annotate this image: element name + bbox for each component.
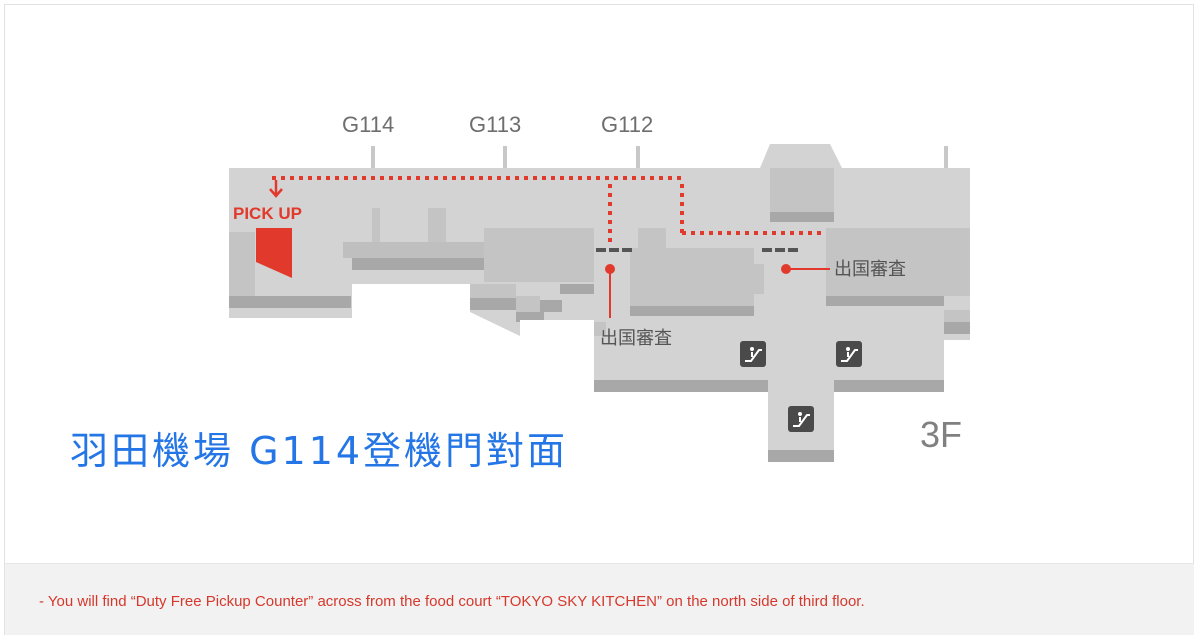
escalator-icon bbox=[836, 341, 862, 367]
route-dot bbox=[497, 176, 501, 180]
gate-label-g112: G112 bbox=[601, 112, 653, 137]
footer-note: - You will find “Duty Free Pickup Counte… bbox=[39, 593, 865, 610]
route-dot bbox=[772, 231, 776, 235]
route-dot bbox=[308, 176, 312, 180]
route-dot bbox=[808, 231, 812, 235]
route-dot bbox=[452, 176, 456, 180]
route-dot bbox=[524, 176, 528, 180]
route-dot bbox=[718, 231, 722, 235]
route-dot bbox=[371, 176, 375, 180]
route-dot bbox=[680, 184, 684, 188]
route-dot bbox=[680, 193, 684, 197]
pickup-counter-marker bbox=[256, 228, 292, 278]
route-dot bbox=[416, 176, 420, 180]
gate-label-g113: G113 bbox=[469, 112, 521, 137]
route-dot bbox=[623, 176, 627, 180]
route-dot bbox=[353, 176, 357, 180]
route-dot bbox=[605, 176, 609, 180]
terminal-building bbox=[229, 144, 970, 462]
route-dot bbox=[754, 231, 758, 235]
route-dot bbox=[614, 176, 618, 180]
route-dot bbox=[745, 231, 749, 235]
route-dot bbox=[461, 176, 465, 180]
floor-label: 3F bbox=[920, 414, 962, 455]
route-dot bbox=[700, 231, 704, 235]
route-dot bbox=[632, 176, 636, 180]
footer-bar: - You will find “Duty Free Pickup Counte… bbox=[5, 563, 1194, 635]
route-dot bbox=[317, 176, 321, 180]
route-dot bbox=[641, 176, 645, 180]
route-dot bbox=[799, 231, 803, 235]
route-dot bbox=[398, 176, 402, 180]
route-dot bbox=[560, 176, 564, 180]
route-dot bbox=[608, 220, 612, 224]
route-dot bbox=[380, 176, 384, 180]
route-dot bbox=[299, 176, 303, 180]
route-dot bbox=[680, 220, 684, 224]
route-dot bbox=[659, 176, 663, 180]
route-dot bbox=[680, 202, 684, 206]
route-dot bbox=[326, 176, 330, 180]
gate-posts bbox=[371, 146, 948, 168]
route-dot bbox=[596, 176, 600, 180]
route-dot bbox=[608, 211, 612, 215]
route-dot bbox=[608, 229, 612, 233]
route-dot bbox=[425, 176, 429, 180]
route-dot bbox=[569, 176, 573, 180]
route-dot bbox=[407, 176, 411, 180]
route-dot bbox=[763, 231, 767, 235]
route-dot bbox=[344, 176, 348, 180]
route-dot bbox=[587, 176, 591, 180]
route-dot bbox=[781, 231, 785, 235]
route-dot bbox=[691, 231, 695, 235]
route-dot bbox=[727, 231, 731, 235]
pickup-label: PICK UP bbox=[233, 204, 302, 223]
route-path bbox=[272, 176, 821, 242]
route-dot bbox=[790, 231, 794, 235]
route-dot bbox=[389, 176, 393, 180]
route-dot bbox=[817, 231, 821, 235]
route-dot bbox=[281, 176, 285, 180]
route-dot bbox=[533, 176, 537, 180]
route-dot bbox=[578, 176, 582, 180]
route-dot bbox=[608, 193, 612, 197]
route-dot bbox=[650, 176, 654, 180]
route-dot bbox=[551, 176, 555, 180]
route-dot bbox=[677, 176, 681, 180]
route-dot bbox=[682, 231, 686, 235]
immigration-gate-right bbox=[762, 248, 830, 274]
route-dot bbox=[608, 202, 612, 206]
route-dot bbox=[272, 176, 276, 180]
route-dot bbox=[736, 231, 740, 235]
route-dot bbox=[680, 211, 684, 215]
immigration-label-left: 出国審査 bbox=[600, 328, 672, 349]
route-dot bbox=[335, 176, 339, 180]
route-dot bbox=[290, 176, 294, 180]
route-dot bbox=[608, 238, 612, 242]
gate-label-g114: G114 bbox=[342, 112, 394, 137]
caption-title: 羽田機場 G114登機門對面 bbox=[70, 429, 569, 473]
immigration-label-right: 出国審査 bbox=[834, 259, 906, 280]
route-dot bbox=[515, 176, 519, 180]
route-dot bbox=[443, 176, 447, 180]
route-dot bbox=[542, 176, 546, 180]
route-dot bbox=[608, 184, 612, 188]
escalator-icon bbox=[788, 406, 814, 432]
escalator-icon bbox=[740, 341, 766, 367]
route-dot bbox=[434, 176, 438, 180]
route-dot bbox=[488, 176, 492, 180]
route-dot bbox=[479, 176, 483, 180]
immigration-gate-left bbox=[596, 248, 632, 318]
route-dot bbox=[668, 176, 672, 180]
route-dot bbox=[709, 231, 713, 235]
route-dot bbox=[362, 176, 366, 180]
route-dot bbox=[506, 176, 510, 180]
route-dot bbox=[470, 176, 474, 180]
arrow-down-icon bbox=[269, 180, 283, 198]
